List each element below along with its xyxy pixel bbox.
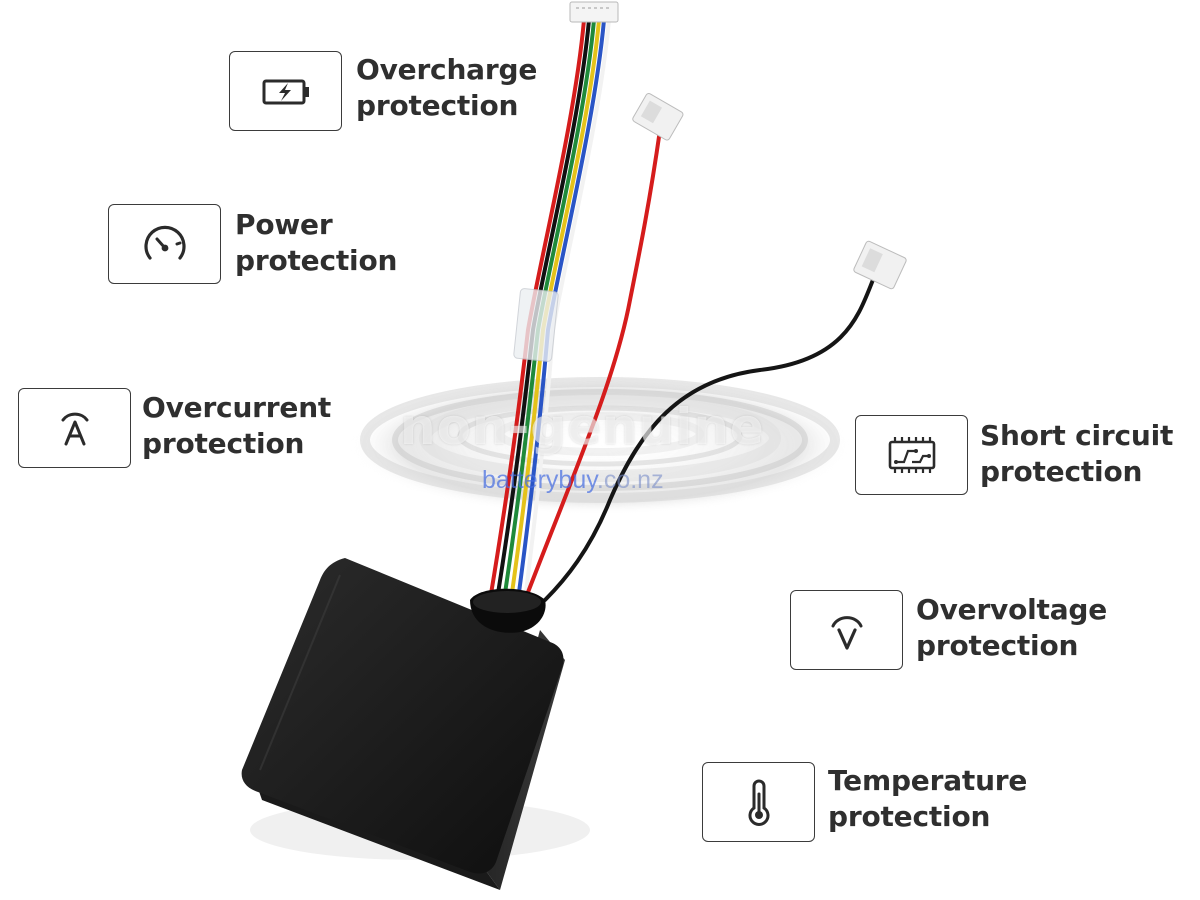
battery-charging-icon bbox=[262, 79, 309, 105]
feature-short-circuit-icon-box bbox=[855, 415, 968, 495]
feature-label-line1: Short circuit bbox=[980, 419, 1174, 452]
feature-label-line1: Overcharge bbox=[356, 53, 538, 86]
feature-label-line1: Overvoltage bbox=[916, 593, 1108, 626]
feature-label-line1: Temperature bbox=[828, 764, 1028, 797]
black-wire bbox=[543, 240, 907, 602]
feature-label-line2: protection bbox=[828, 800, 991, 833]
feature-label-line2: protection bbox=[356, 89, 519, 122]
feature-overvoltage-label: Overvoltage protection bbox=[916, 592, 1107, 664]
gauge-icon bbox=[143, 225, 186, 260]
ampere-icon bbox=[61, 412, 88, 446]
feature-power-icon-box bbox=[108, 204, 221, 284]
feature-label-line1: Power bbox=[235, 208, 333, 241]
feature-label-line2: protection bbox=[916, 629, 1079, 662]
feature-power-label: Power protection bbox=[235, 207, 397, 279]
watermark-domain-part2: .co.nz bbox=[596, 466, 664, 494]
feature-temperature-icon-box bbox=[702, 762, 815, 842]
feature-label-line2: protection bbox=[980, 455, 1143, 488]
feature-overcurrent-label: Overcurrent protection bbox=[142, 390, 331, 462]
feature-label-line2: protection bbox=[235, 244, 398, 277]
feature-temperature-label: Temperature protection bbox=[828, 763, 1027, 835]
thermometer-icon bbox=[748, 779, 769, 826]
watermark-domain: batterybuy.co.nz bbox=[482, 466, 664, 495]
feature-overcurrent-icon-box bbox=[18, 388, 131, 468]
watermark-text: non-genuine bbox=[400, 398, 765, 456]
feature-overcharge-label: Overcharge protection bbox=[356, 52, 537, 124]
feature-label-line2: protection bbox=[142, 427, 305, 460]
feature-overvoltage-icon-box bbox=[790, 590, 903, 670]
multicolor-wire-bundle bbox=[488, 18, 611, 602]
multipin-connector bbox=[569, 1, 619, 23]
battery-pack bbox=[241, 558, 590, 890]
red-wire bbox=[523, 93, 684, 602]
feature-short-circuit-label: Short circuit protection bbox=[980, 418, 1173, 490]
circuit-board-icon bbox=[888, 437, 935, 473]
feature-overcharge-icon-box bbox=[229, 51, 342, 131]
voltage-icon bbox=[831, 616, 862, 650]
watermark-domain-part1: batterybuy bbox=[482, 466, 597, 494]
feature-label-line1: Overcurrent bbox=[142, 391, 332, 424]
